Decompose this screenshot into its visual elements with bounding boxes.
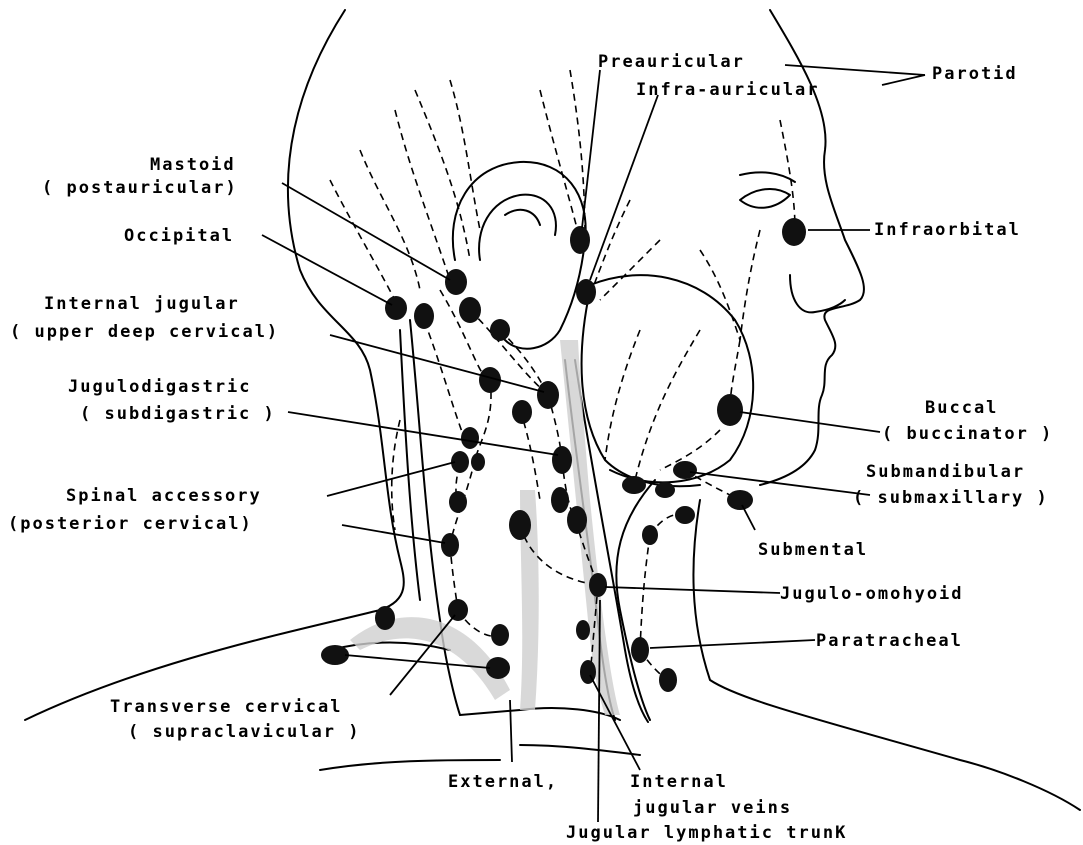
label-supraclavicular: ( supraclavicular )	[128, 722, 360, 742]
label-infraorbital: Infraorbital	[874, 220, 1021, 240]
eye-outline	[740, 189, 790, 208]
label-mastoid: Mastoid	[150, 155, 236, 175]
label-preauricular: Preauricular	[598, 52, 745, 72]
label-external: External,	[448, 772, 558, 792]
label-jugular-lymphatic-trunk: Jugular lymphatic trunK	[566, 823, 847, 843]
label-internal-jugular: Internal jugular	[44, 294, 240, 314]
label-jugulo-omohyoid: Jugulo-omohyoid	[780, 584, 964, 604]
nose-outline	[790, 275, 845, 312]
label-transverse-cervical: Transverse cervical	[110, 697, 342, 717]
label-spinal-accessory: Spinal accessory	[66, 486, 262, 506]
label-subdigastric: ( subdigastric )	[80, 404, 276, 424]
label-paratracheal: Paratracheal	[816, 631, 963, 651]
label-parotid: Parotid	[932, 64, 1018, 84]
label-postauricular: ( postauricular)	[42, 178, 238, 198]
label-upper-deep-cervical: ( upper deep cervical)	[10, 322, 279, 342]
label-submental: Submental	[758, 540, 868, 560]
label-occipital: Occipital	[124, 226, 234, 246]
label-jugular-veins: jugular veins	[633, 798, 792, 818]
label-submaxillary: ( submaxillary )	[853, 488, 1049, 508]
label-buccal: Buccal	[925, 398, 998, 418]
label-submandibular: Submandibular	[866, 462, 1025, 482]
label-jugulodigastric: Jugulodigastric	[68, 377, 252, 397]
label-buccinator: ( buccinator )	[882, 424, 1053, 444]
label-posterior-cervical: (posterior cervical)	[8, 514, 253, 534]
trapezius	[410, 320, 460, 715]
neck-front-outline	[616, 480, 655, 720]
label-internal: Internal	[630, 772, 728, 792]
label-infra-auricular: Infra-auricular	[636, 80, 820, 100]
head-back-outline	[25, 10, 404, 720]
clavicle	[460, 708, 620, 720]
